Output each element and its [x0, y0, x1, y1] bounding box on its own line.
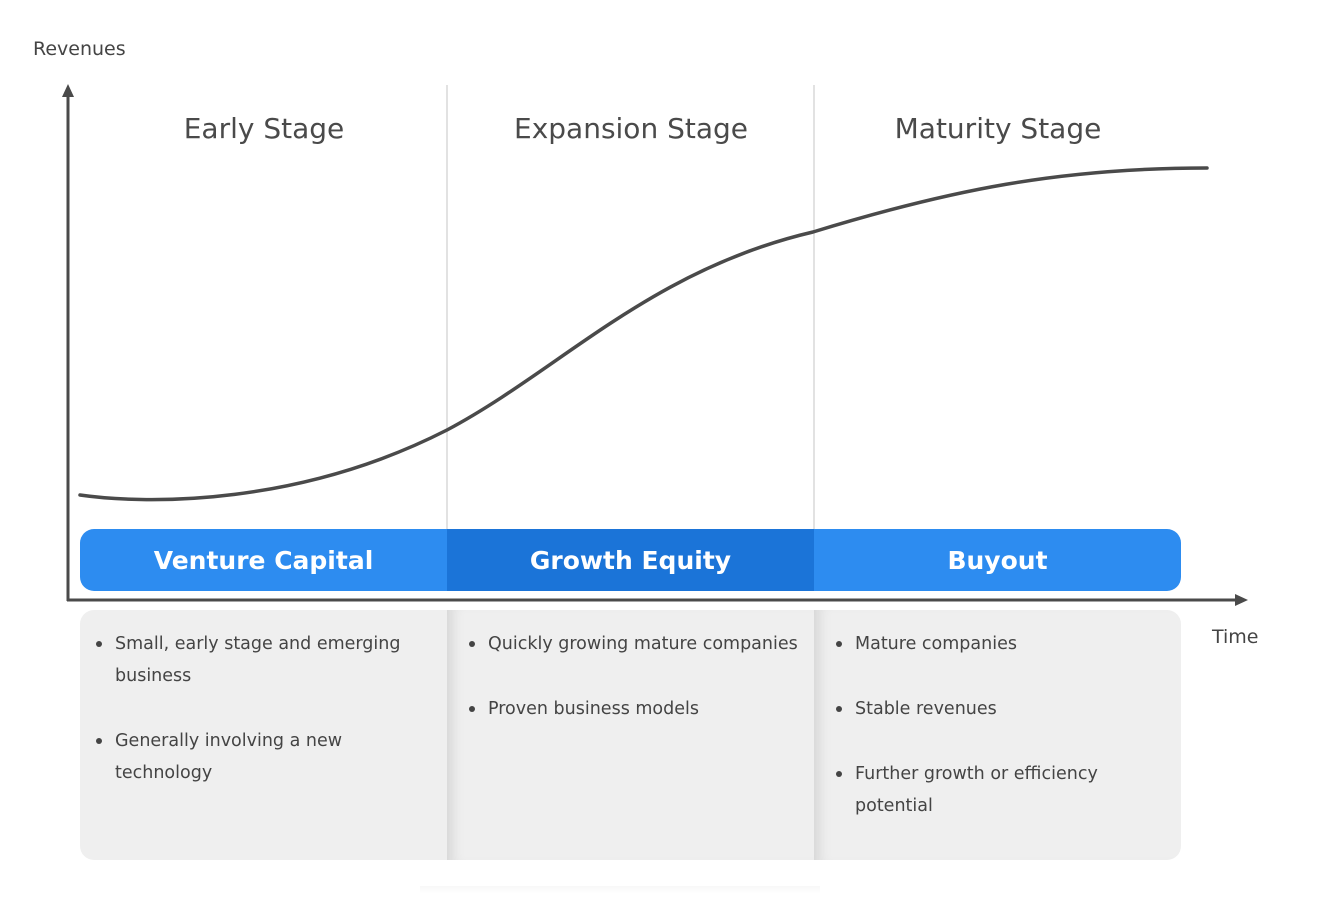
x-axis [67, 594, 1248, 606]
revenue-s-curve [78, 166, 1209, 502]
band-label-growth-equity: Growth Equity [529, 545, 732, 575]
y-axis [62, 84, 74, 601]
band-growth-equity: Growth Equity [447, 529, 814, 591]
stage-title-early: Early Stage [183, 112, 345, 145]
panel-maturity-stage: Mature companies Stable revenues Further… [814, 610, 1181, 860]
financing-band: Venture Capital Growth Equity Buyout [80, 529, 1181, 591]
band-label-buyout: Buyout [947, 545, 1048, 575]
band-venture-capital: Venture Capital [80, 529, 447, 591]
band-buyout: Buyout [814, 529, 1181, 591]
panel-expansion-stage: Quickly growing mature companies Proven … [447, 610, 814, 860]
stage-title-maturity: Maturity Stage [894, 112, 1102, 145]
decorative-shadow [420, 886, 820, 894]
bullet-list-expansion: Quickly growing mature companies Proven … [467, 628, 800, 725]
y-axis-arrow-icon [62, 84, 74, 97]
band-label-venture-capital: Venture Capital [153, 545, 374, 575]
stage-divider-1 [446, 85, 448, 530]
bullet-item: Proven business models [467, 693, 800, 725]
description-panel: Small, early stage and emerging business… [80, 610, 1181, 860]
panel-early-stage: Small, early stage and emerging business… [80, 610, 447, 860]
bullet-item: Generally involving a new technology [94, 725, 433, 789]
bullet-item: Mature companies [834, 628, 1167, 660]
x-axis-arrow-icon [1235, 594, 1248, 606]
bullet-list-maturity: Mature companies Stable revenues Further… [834, 628, 1167, 822]
bullet-item: Further growth or efficiency potential [834, 758, 1167, 822]
x-axis-label: Time [1212, 626, 1259, 648]
bullet-list-early: Small, early stage and emerging business… [94, 628, 433, 789]
stage-divider-2 [813, 85, 815, 530]
bullet-item: Small, early stage and emerging business [94, 628, 433, 692]
stage-title-expansion: Expansion Stage [514, 112, 748, 145]
y-axis-label: Revenues [33, 38, 126, 60]
bullet-item: Stable revenues [834, 693, 1167, 725]
bullet-item: Quickly growing mature companies [467, 628, 800, 660]
